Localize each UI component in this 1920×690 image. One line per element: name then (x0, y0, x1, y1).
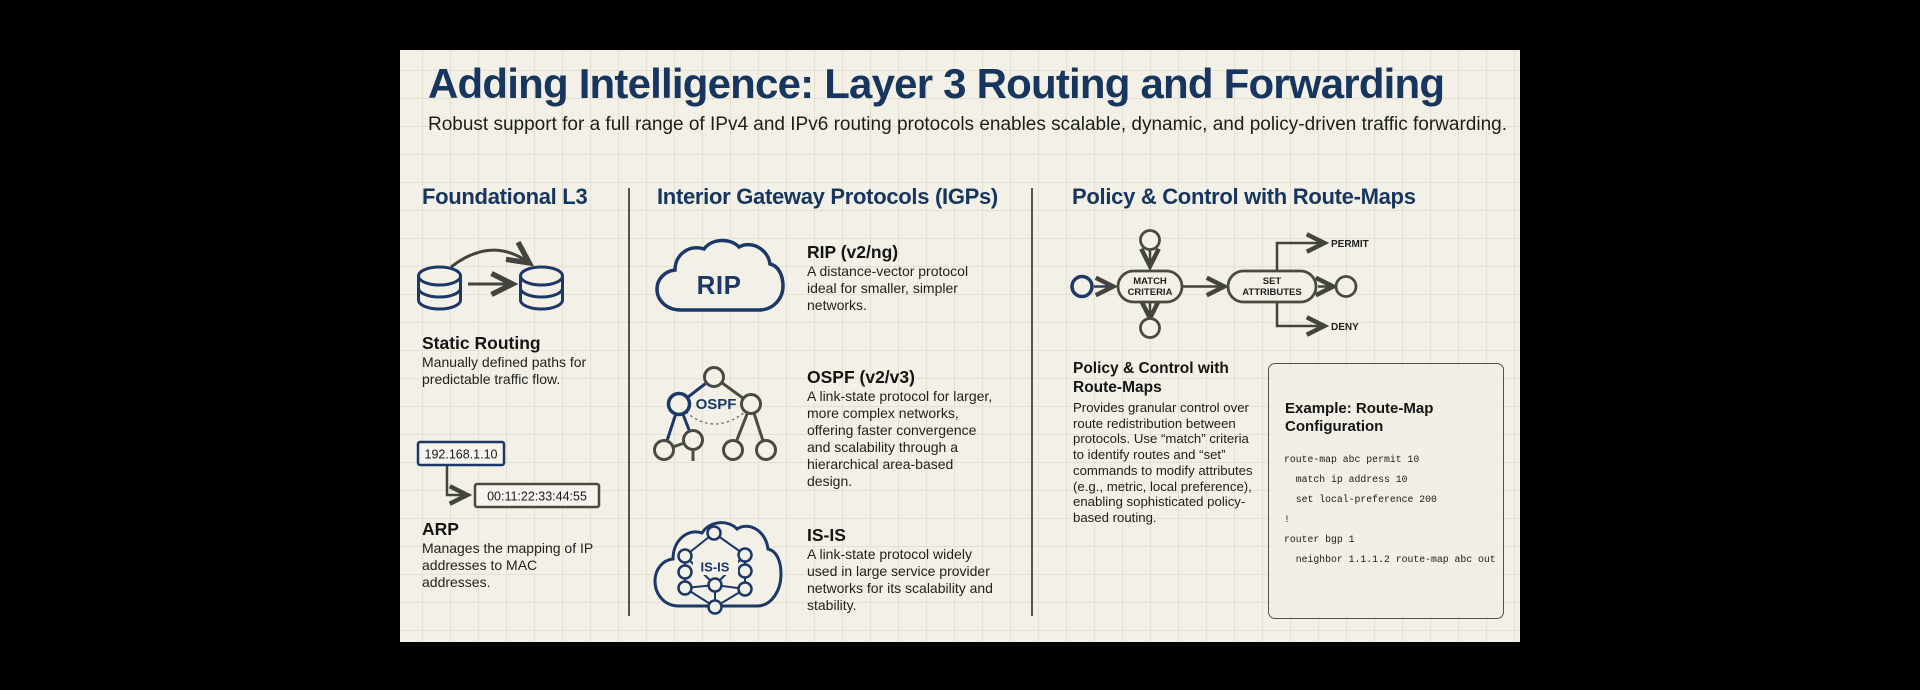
ospf-title: OSPF (v2/v3) (807, 367, 915, 387)
ospf-icon-label: OSPF (696, 396, 737, 413)
flow-end-node (1334, 275, 1358, 298)
route-map-config-box: Example: Route-Map Configuration route-m… (1268, 363, 1504, 619)
isis-description: A link-state protocol widely used in lar… (807, 546, 993, 613)
arp-title: ARP (422, 519, 459, 539)
arp-description: Manages the mapping of IP addresses to M… (422, 540, 593, 590)
column-divider-1 (628, 188, 630, 616)
isis-title: IS-IS (807, 525, 846, 545)
ospf-description: A link-state protocol for larger, more c… (807, 388, 993, 489)
flow-start-node (1070, 274, 1094, 299)
rip-description: A distance-vector protocol ideal for sma… (807, 263, 969, 313)
policy-subsection-description: Provides granular control over route red… (1073, 400, 1253, 525)
rip-cloud-icon: RIP (655, 238, 785, 312)
mac-address-label: 00:11:22:33:44:55 (487, 490, 587, 504)
match-criteria-pill (1116, 269, 1184, 304)
mac-address-box (473, 482, 601, 509)
static-routing-icon (417, 238, 564, 311)
code-line: ! (1284, 514, 1290, 525)
code-box-title: Example: Route-Map Configuration (1285, 400, 1434, 435)
permit-label: PERMIT (1331, 239, 1369, 250)
static-routing-title: Static Routing (422, 333, 541, 353)
isis-icon-label: IS-IS (701, 560, 730, 575)
flow-no-match-node (1139, 317, 1161, 339)
ip-address-box (416, 440, 506, 467)
ospf-topology-icon: OSPF (653, 366, 777, 461)
deny-branch-line (1275, 302, 1323, 326)
deny-label: DENY (1331, 322, 1359, 333)
page-title: Adding Intelligence: Layer 3 Routing and… (428, 60, 1445, 107)
rip-icon-label: RIP (697, 270, 742, 300)
column-divider-2 (1031, 188, 1033, 616)
isis-label-backplate (693, 557, 738, 575)
permit-branch-line (1275, 243, 1323, 271)
ip-address-label: 192.168.1.10 (425, 448, 498, 462)
rip-title: RIP (v2/ng) (807, 242, 899, 262)
heading-policy-control: Policy & Control with Route-Maps (1072, 184, 1416, 209)
code-line: router bgp 1 (1284, 534, 1355, 545)
page-subtitle: Robust support for a full range of IPv4 … (428, 114, 1508, 135)
static-routing-description: Manually defined paths for predictable t… (422, 354, 587, 387)
code-line: set local-preference 200 (1284, 494, 1437, 505)
heading-foundational-l3: Foundational L3 (422, 184, 588, 209)
code-line: route-map abc permit 10 (1284, 454, 1420, 465)
match-criteria-label-2: CRITERIA (1128, 287, 1173, 298)
route-map-flowchart: MATCH CRITERIA SET ATTRIBUTES PERMIT DEN… (1070, 229, 1369, 339)
flow-input-node (1139, 229, 1161, 251)
isis-mesh-cloud-icon: IS-IS (653, 521, 783, 615)
set-attributes-label-2: ATTRIBUTES (1242, 287, 1301, 298)
heading-igps: Interior Gateway Protocols (IGPs) (657, 184, 998, 209)
arp-mapping-icon: 192.168.1.10 00:11:22:33:44:55 (416, 440, 601, 509)
policy-subsection-title: Policy & Control with Route-Maps (1073, 360, 1229, 396)
code-line: match ip address 10 (1284, 474, 1408, 485)
match-criteria-label-1: MATCH (1133, 276, 1167, 287)
infographic-panel: Adding Intelligence: Layer 3 Routing and… (400, 50, 1520, 642)
code-line: neighbor 1.1.1.2 route-map abc out (1284, 554, 1496, 565)
code-block: route-map abc permit 10 match ip address… (1284, 450, 1496, 570)
set-attributes-label-1: SET (1263, 276, 1282, 287)
set-attributes-pill (1226, 269, 1318, 304)
